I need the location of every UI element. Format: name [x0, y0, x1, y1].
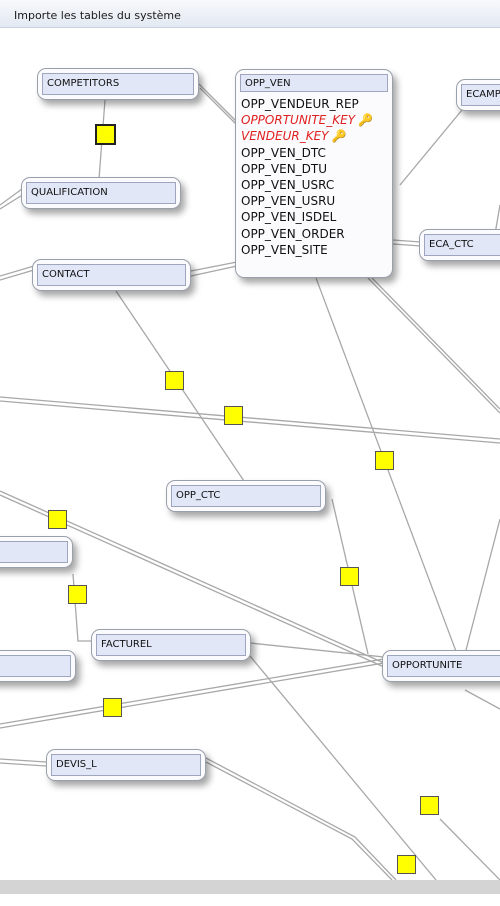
field-opp-ven-order[interactable]: OPP_VEN_ORDER [241, 226, 345, 241]
table-title: ECA_CTC [424, 234, 500, 256]
join-marker[interactable] [340, 567, 359, 586]
diagram-canvas[interactable]: COMPETITORS QUALIFICATION CONTACT OPP_VE… [0, 29, 500, 880]
table-title: OPP_CTC [171, 485, 321, 507]
link-left-right [0, 396, 500, 440]
horizontal-scrollbar[interactable] [0, 880, 500, 894]
window-titlebar: Importe les tables du système [0, 0, 500, 28]
table-ecamp[interactable]: ECAMP [456, 79, 500, 111]
field-list: OPP_VENDEUR_REP OPPORTUNITE_KEY🔑 VENDEUR… [241, 96, 388, 258]
table-competitors[interactable]: COMPETITORS [37, 68, 199, 100]
table-opp-ctc[interactable]: OPP_CTC [166, 480, 326, 512]
table-title: CONTACT [37, 264, 186, 286]
key-icon: 🔑 [358, 113, 373, 128]
join-marker[interactable] [397, 855, 416, 874]
field-vendeur-key[interactable]: VENDEUR_KEY🔑 [241, 128, 388, 144]
table-opportunite[interactable]: OPPORTUNITE [382, 650, 500, 682]
table-title: OPP_VEN [240, 74, 388, 92]
relationship-lines [0, 83, 500, 880]
field-opp-ven-usru[interactable]: OPP_VEN_USRU [241, 194, 336, 209]
table-title [0, 541, 68, 563]
table-title: COMPETITORS [42, 73, 194, 95]
table-facturel[interactable]: FACTUREL [91, 629, 251, 661]
table-partial-left-1[interactable] [0, 536, 73, 568]
field-opp-ven-dtu[interactable]: OPP_VEN_DTU [241, 161, 328, 176]
table-title: QUALIFICATION [26, 182, 176, 204]
join-marker[interactable] [420, 796, 439, 815]
join-marker[interactable] [375, 451, 394, 470]
link-oppven-ecactc [392, 239, 422, 243]
field-opp-ven-isdel[interactable]: OPP_VEN_ISDEL [241, 210, 337, 225]
join-marker[interactable] [48, 510, 67, 529]
field-label: VENDEUR_KEY [241, 129, 329, 144]
table-title: ECAMP [461, 84, 500, 106]
table-title [0, 655, 71, 677]
field-opp-vendeur-rep[interactable]: OPP_VENDEUR_REP [241, 97, 359, 111]
table-eca-ctc[interactable]: ECA_CTC [419, 229, 500, 261]
field-opp-ven-dtc[interactable]: OPP_VEN_DTC [241, 145, 326, 160]
table-partial-left-2[interactable] [0, 650, 76, 682]
table-devis-l[interactable]: DEVIS_L [46, 749, 206, 781]
field-label: OPPORTUNITE_KEY [241, 113, 356, 128]
table-title: OPPORTUNITE [387, 655, 500, 677]
join-marker[interactable] [224, 406, 243, 425]
link-contact-oppven [190, 261, 238, 272]
link-devisl-bottom [205, 757, 397, 880]
join-marker[interactable] [95, 124, 116, 145]
table-title: FACTUREL [96, 634, 246, 656]
table-opp-ven[interactable]: OPP_VEN OPP_VENDEUR_REP OPPORTUNITE_KEY🔑… [235, 69, 393, 278]
link-competitors-oppven [198, 83, 237, 122]
field-opp-ven-usrc[interactable]: OPP_VEN_USRC [241, 178, 335, 193]
table-qualification[interactable]: QUALIFICATION [21, 177, 181, 209]
join-marker[interactable] [103, 698, 122, 717]
link-facturel-bottom [249, 655, 437, 880]
field-opp-ven-site[interactable]: OPP_VEN_SITE [241, 242, 328, 257]
join-marker[interactable] [68, 585, 87, 604]
table-contact[interactable]: CONTACT [32, 259, 191, 291]
field-opportunite-key[interactable]: OPPORTUNITE_KEY🔑 [241, 112, 388, 128]
table-title: DEVIS_L [51, 754, 201, 776]
join-marker[interactable] [165, 371, 184, 390]
window-title: Importe les tables du système [14, 9, 181, 22]
key-icon: 🔑 [331, 129, 347, 144]
